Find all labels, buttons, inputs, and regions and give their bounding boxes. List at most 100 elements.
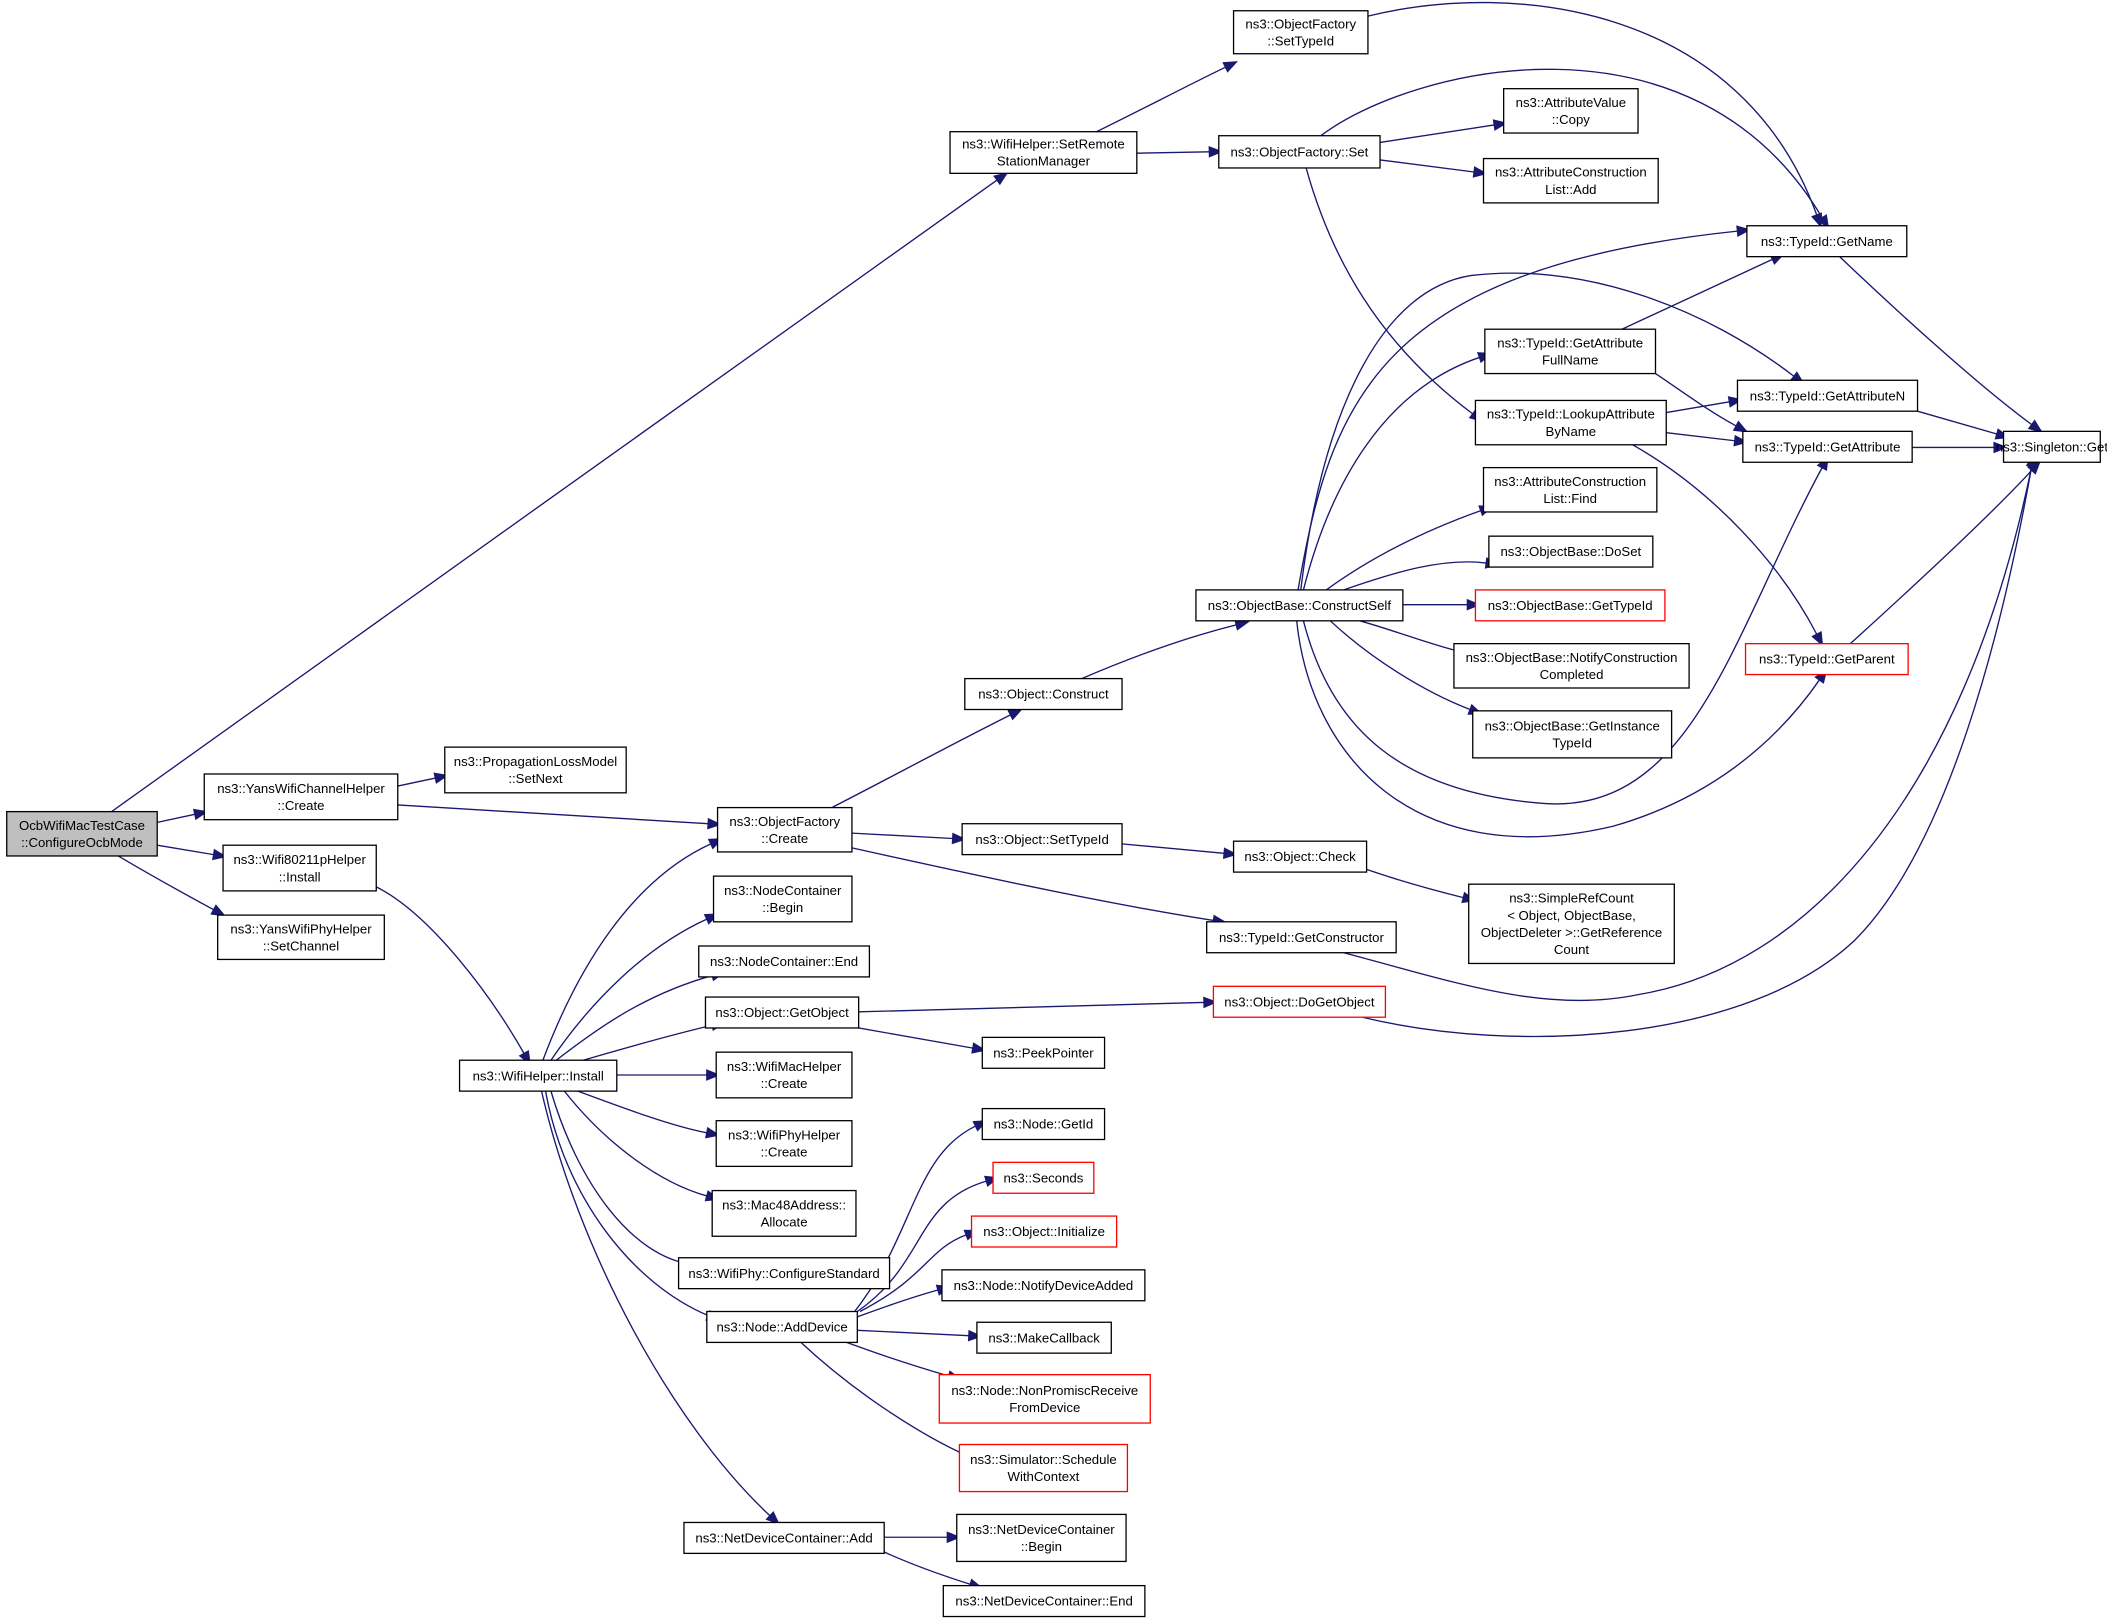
node-box <box>677 1257 891 1290</box>
function-node-root[interactable]: OcbWifiMacTestCase::ConfigureOcbMode <box>6 810 158 857</box>
function-node-objBaseNotify[interactable]: ns3::ObjectBase::NotifyConstructionCompl… <box>1453 643 1690 689</box>
function-node-wifiHelperInstall[interactable]: ns3::WifiHelper::Install <box>458 1059 618 1092</box>
node-label-line: ns3::ObjectBase::GetTypeId <box>1488 598 1653 613</box>
node-label-line: WithContext <box>1008 1469 1080 1484</box>
function-node-objectSetTypeId[interactable]: ns3::Object::SetTypeId <box>961 823 1123 856</box>
node-label-line: ns3::NetDeviceContainer::End <box>955 1594 1132 1609</box>
function-node-wifiPhyConfigStd[interactable]: ns3::WifiPhy::ConfigureStandard <box>677 1257 891 1290</box>
node-label-line: ns3::AttributeConstruction <box>1494 474 1646 489</box>
function-node-objectCheck[interactable]: ns3::Object::Check <box>1232 840 1368 873</box>
node-box <box>1746 225 1908 258</box>
arrowhead-icon <box>210 904 226 917</box>
function-node-wifi80211pInstall[interactable]: ns3::Wifi80211pHelper::Install <box>222 844 377 892</box>
function-node-objBaseConstructSelf[interactable]: ns3::ObjectBase::ConstructSelf <box>1195 589 1404 622</box>
function-node-typeIdGetParent[interactable]: ns3::TypeId::GetParent <box>1744 643 1909 676</box>
function-node-peekPointer[interactable]: ns3::PeekPointer <box>981 1036 1106 1069</box>
function-node-nodeNotifyDeviceAdded[interactable]: ns3::Node::NotifyDeviceAdded <box>941 1269 1146 1302</box>
edge-line <box>859 1234 967 1313</box>
arrowhead-icon <box>1208 146 1224 158</box>
node-label-line: ns3::Object::Check <box>1244 849 1356 864</box>
node-label-line: ns3::PeekPointer <box>993 1045 1094 1060</box>
function-node-typeIdGetAttributeN[interactable]: ns3::TypeId::GetAttributeN <box>1736 379 1919 412</box>
edge-line <box>1320 68 1823 219</box>
function-node-objFactorySetTypeId[interactable]: ns3::ObjectFactory::SetTypeId <box>1232 10 1369 55</box>
edge-line <box>1379 124 1495 144</box>
edge-line <box>831 714 1011 809</box>
function-node-typeIdGetConstructor[interactable]: ns3::TypeId::GetConstructor <box>1206 921 1397 954</box>
function-node-typeIdGetAttribute[interactable]: ns3::TypeId::GetAttribute <box>1742 430 1913 463</box>
edge-line <box>550 1090 693 1266</box>
edge-line <box>563 1090 707 1197</box>
node-box <box>981 1036 1106 1069</box>
function-node-nodeAddDevice[interactable]: ns3::Node::AddDevice <box>706 1310 858 1344</box>
node-box <box>1453 643 1690 689</box>
function-node-netDevContainerEnd[interactable]: ns3::NetDeviceContainer::End <box>942 1584 1146 1618</box>
node-label-line: ns3::TypeId::GetName <box>1761 234 1893 249</box>
function-node-objectDoGetObject[interactable]: ns3::Object::DoGetObject <box>1212 985 1387 1018</box>
edge-line <box>1666 401 1730 414</box>
node-box <box>683 1521 885 1555</box>
function-node-nodeContainerEnd[interactable]: ns3::NodeContainer::End <box>698 945 871 978</box>
arrowhead-icon <box>1732 420 1749 433</box>
call-edge-typeIdLookupAttr-to-typeIdGetAttribute <box>1666 432 1749 447</box>
function-node-propLossSetNext[interactable]: ns3::PropagationLossModel::SetNext <box>444 746 627 794</box>
function-node-mac48Allocate[interactable]: ns3::Mac48Address::Allocate <box>711 1189 857 1237</box>
function-nodes: OcbWifiMacTestCase::ConfigureOcbModens3:… <box>6 10 2107 1618</box>
call-edge-objFactoryCreate-to-objectSetTypeId <box>851 832 967 845</box>
node-box <box>1468 883 1675 965</box>
node-box <box>1482 157 1659 204</box>
node-label-line: ObjectDeleter >::GetReference <box>1481 925 1662 940</box>
call-edge-nodeAddDevice-to-makeCallback <box>857 1329 983 1342</box>
edge-line <box>1655 373 1737 427</box>
function-node-wifiPhyHelperCreate[interactable]: ns3::WifiPhyHelper::Create <box>715 1120 853 1168</box>
call-edge-wifiHelperInstall-to-netDevContainerAdd <box>540 1090 781 1526</box>
edge-line <box>157 844 214 856</box>
function-node-objBaseDoSet[interactable]: ns3::ObjectBase::DoSet <box>1488 535 1654 568</box>
function-node-singletonGet[interactable]: ns3::Singleton::Get <box>1996 430 2107 463</box>
function-node-objectGetObject[interactable]: ns3::Object::GetObject <box>704 996 860 1029</box>
function-node-objFactoryCreate[interactable]: ns3::ObjectFactory::Create <box>716 806 853 853</box>
function-node-makeCallback[interactable]: ns3::MakeCallback <box>976 1321 1112 1354</box>
edge-line <box>397 804 709 825</box>
edge-line <box>1917 410 1997 435</box>
node-box <box>970 1215 1118 1248</box>
node-box <box>964 677 1123 711</box>
function-node-simpleRefCount[interactable]: ns3::SimpleRefCount< Object, ObjectBase,… <box>1468 883 1675 965</box>
edge-line <box>1096 66 1226 133</box>
function-node-objectConstruct[interactable]: ns3::Object::Construct <box>964 677 1123 711</box>
function-node-yansChannelCreate[interactable]: ns3::YansWifiChannelHelper::Create <box>203 773 399 821</box>
node-box <box>2002 430 2101 463</box>
call-edge-yansChannelCreate-to-propLossSetNext <box>397 772 449 787</box>
function-node-attrValueCopy[interactable]: ns3::AttributeValue::Copy <box>1503 88 1639 134</box>
function-node-seconds[interactable]: ns3::Seconds <box>992 1161 1095 1194</box>
function-node-objFactorySet[interactable]: ns3::ObjectFactory::Set <box>1218 135 1381 169</box>
function-node-wifiMacHelperCreate[interactable]: ns3::WifiMacHelper::Create <box>715 1051 853 1099</box>
node-label-line: ::Create <box>761 1145 808 1160</box>
node-label-line: ns3::Wifi80211pHelper <box>233 852 366 867</box>
function-node-nodeGetId[interactable]: ns3::Node::GetId <box>981 1107 1106 1141</box>
node-label-line: ns3::WifiPhy::ConfigureStandard <box>688 1266 879 1281</box>
node-label-line: ::Begin <box>762 900 803 915</box>
function-node-nodeContainerBegin[interactable]: ns3::NodeContainer::Begin <box>712 875 853 923</box>
function-node-typeIdGetName[interactable]: ns3::TypeId::GetName <box>1746 225 1908 258</box>
function-node-objectInitialize[interactable]: ns3::Object::Initialize <box>970 1215 1118 1248</box>
node-label-line: ns3::YansWifiPhyHelper <box>230 921 372 936</box>
node-box <box>938 1374 1151 1424</box>
node-box <box>1232 10 1369 55</box>
function-node-objBaseGetTypeId[interactable]: ns3::ObjectBase::GetTypeId <box>1474 589 1666 622</box>
call-edge-objFactorySet-to-typeIdLookupAttr <box>1305 167 1484 423</box>
node-label-line: ns3::TypeId::GetConstructor <box>1219 930 1385 945</box>
call-edge-typeIdLookupAttr-to-typeIdGetParent <box>1632 444 1824 647</box>
function-node-yansPhySetChannel[interactable]: ns3::YansWifiPhyHelper::SetChannel <box>217 914 385 961</box>
function-node-netDevContainerAdd[interactable]: ns3::NetDeviceContainer::Add <box>683 1521 885 1555</box>
call-edge-wifiHelperInstall-to-wifiPhyHelperCreate <box>577 1090 721 1139</box>
function-node-netDevContainerBegin[interactable]: ns3::NetDeviceContainer::Begin <box>956 1513 1127 1563</box>
